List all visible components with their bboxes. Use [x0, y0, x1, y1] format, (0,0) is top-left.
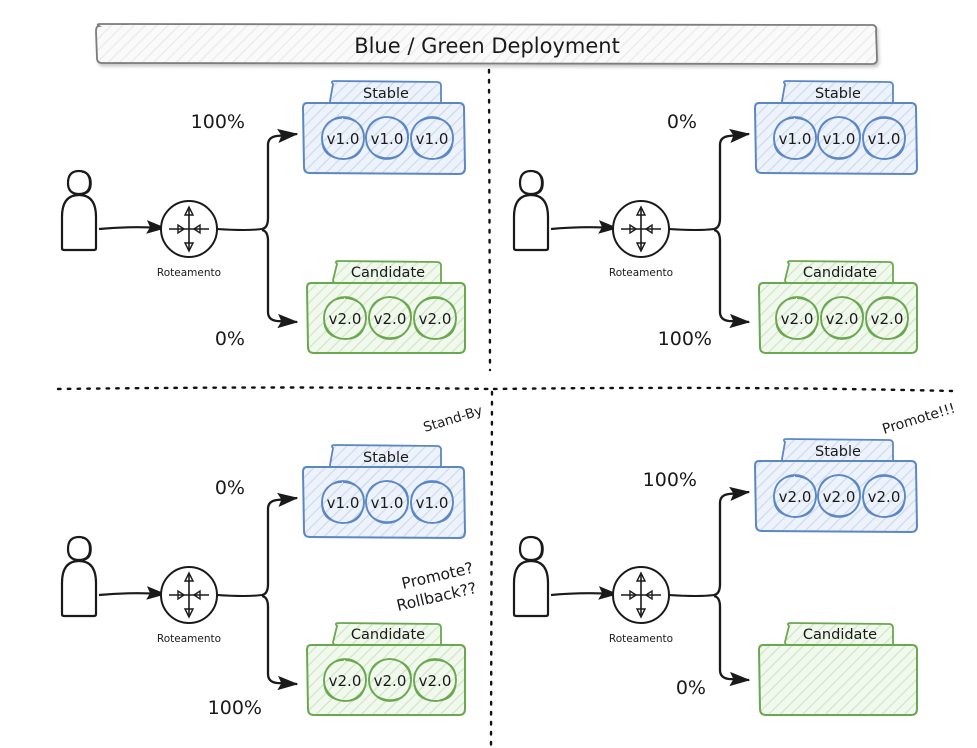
- candidate-percent-label: 0%: [676, 677, 706, 699]
- instance-circle: v2.0: [862, 474, 906, 518]
- instance-version: v1.0: [327, 494, 360, 512]
- candidate-title: Candidate: [351, 627, 425, 643]
- instance-version: v2.0: [374, 310, 407, 328]
- stable-group: Stable v1.0 v1.0 v1.0: [753, 80, 919, 176]
- instance-circle: v1.0: [321, 480, 365, 524]
- instance-circle: v2.0: [323, 296, 367, 340]
- instance-version: v2.0: [779, 488, 812, 506]
- instance-circle: v2.0: [820, 296, 864, 340]
- quadrant-bottom-right: Roteamento 100% 0% Promote!!! Stable v2.…: [512, 400, 957, 716]
- instance-circle: v2.0: [368, 296, 412, 340]
- candidate-percent-label: 100%: [208, 697, 262, 719]
- instance-version: v2.0: [871, 310, 904, 328]
- instance-version: v2.0: [823, 488, 856, 506]
- actor-icon: [60, 535, 98, 618]
- page-title: Blue / Green Deployment: [354, 34, 620, 58]
- router-node: [612, 200, 670, 258]
- quadrant-top-left: Roteamento 100% 0% Stable v1.0: [60, 80, 467, 354]
- instance-circle: v2.0: [817, 474, 861, 518]
- instance-circle: v2.0: [413, 296, 457, 340]
- stable-percent-label: 0%: [215, 477, 245, 499]
- candidate-group: Candidate v2.0 v2.0 v2.0: [305, 260, 466, 354]
- router-label: Roteamento: [157, 633, 221, 645]
- instance-version: v1.0: [823, 130, 856, 148]
- actor-icon: [60, 169, 98, 252]
- router-node: [160, 566, 218, 624]
- instance-version: v1.0: [371, 130, 404, 148]
- candidate-group: Candidate v2.0 v2.0 v2.0: [757, 260, 918, 354]
- candidate-percent-label: 100%: [658, 328, 712, 350]
- instance-circle: v2.0: [773, 474, 817, 518]
- quadrant-top-right: Roteamento 0% 100% Stable v1.0 v1.0: [512, 80, 919, 354]
- instance-circle: v2.0: [323, 658, 367, 702]
- instance-circle: v1.0: [862, 116, 906, 160]
- instance-circle: v2.0: [413, 658, 457, 702]
- instance-circle: v1.0: [410, 116, 454, 160]
- candidate-group: Candidate: [757, 622, 918, 716]
- instance-circle: v2.0: [368, 658, 412, 702]
- stable-title: Stable: [815, 86, 861, 102]
- instance-version: v1.0: [779, 130, 812, 148]
- instance-version: v2.0: [419, 310, 452, 328]
- router-label: Roteamento: [609, 267, 673, 279]
- instance-version: v2.0: [826, 310, 859, 328]
- actor-icon: [512, 535, 550, 618]
- candidate-percent-label: 0%: [215, 328, 245, 350]
- stable-group: Stable v2.0 v2.0 v2.0: [753, 438, 919, 534]
- instance-version: v1.0: [327, 130, 360, 148]
- instance-version: v2.0: [374, 672, 407, 690]
- router-label: Roteamento: [609, 633, 673, 645]
- instance-version: v2.0: [329, 672, 362, 690]
- instance-circle: v1.0: [365, 480, 409, 524]
- instance-circle: v1.0: [817, 116, 861, 160]
- stable-title: Stable: [363, 86, 409, 102]
- stable-percent-label: 0%: [667, 111, 697, 133]
- instance-version: v1.0: [371, 494, 404, 512]
- actor-icon: [512, 169, 550, 252]
- instance-circle: v1.0: [773, 116, 817, 160]
- instance-circle: v1.0: [321, 116, 365, 160]
- instance-circle: v2.0: [775, 296, 819, 340]
- stable-group: Stable v1.0 v1.0 v1.0: [301, 80, 467, 176]
- standby-annotation: Stand-By: [421, 403, 484, 436]
- stable-percent-label: 100%: [643, 469, 697, 491]
- instance-version: v1.0: [868, 130, 901, 148]
- promote-exclaim-annotation: Promote!!!: [880, 400, 957, 437]
- candidate-title: Candidate: [803, 265, 877, 281]
- quadrant-divider-horizontal: [56, 386, 954, 393]
- instance-version: v2.0: [781, 310, 814, 328]
- router-label: Roteamento: [157, 267, 221, 279]
- router-node: [160, 200, 218, 258]
- candidate-title: Candidate: [803, 627, 877, 643]
- instance-version: v1.0: [416, 130, 449, 148]
- instance-version: v2.0: [868, 488, 901, 506]
- instance-version: v2.0: [419, 672, 452, 690]
- instance-version: v1.0: [416, 494, 449, 512]
- title-bar: [95, 23, 878, 65]
- quadrant-bottom-left: Roteamento 0% 100% Stand-By Promote? Rol…: [60, 403, 484, 719]
- stable-title: Stable: [815, 444, 861, 460]
- candidate-group: Candidate v2.0 v2.0 v2.0: [305, 622, 466, 716]
- stable-group: Stable v1.0 v1.0 v1.0: [301, 444, 467, 540]
- stable-title: Stable: [363, 450, 409, 466]
- instance-circle: v1.0: [365, 116, 409, 160]
- instance-version: v2.0: [329, 310, 362, 328]
- instance-circle: v1.0: [410, 480, 454, 524]
- candidate-title: Candidate: [351, 265, 425, 281]
- instance-circle: v2.0: [865, 296, 909, 340]
- router-node: [612, 566, 670, 624]
- quadrant-divider-vertical: [487, 68, 494, 747]
- stable-percent-label: 100%: [191, 111, 245, 133]
